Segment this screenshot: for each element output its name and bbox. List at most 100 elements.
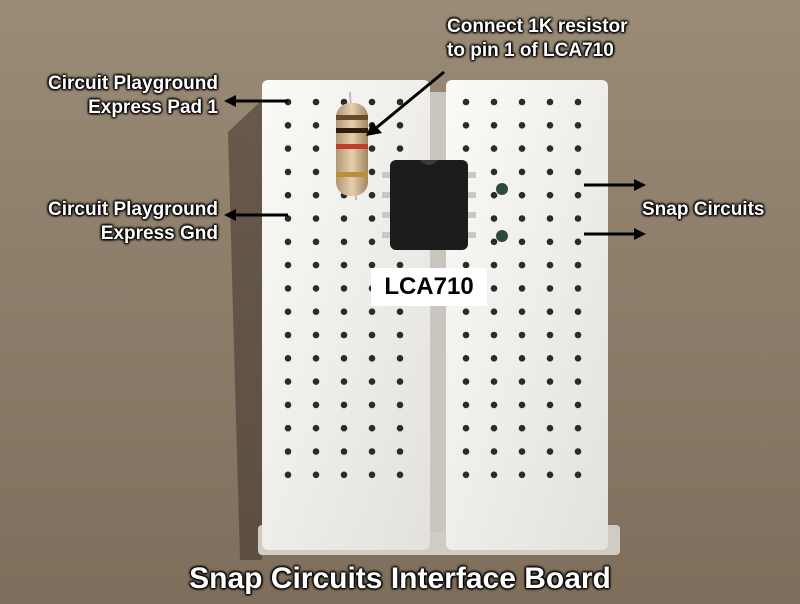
breadboard-hole: [546, 168, 554, 176]
breadboard-hole: [284, 355, 292, 362]
breadboard-hole: [368, 98, 376, 106]
breadboard-hole: [368, 424, 376, 432]
center-channel: [430, 92, 446, 532]
breadboard-hole: [490, 401, 498, 409]
breadboard-hole: [312, 308, 320, 316]
breadboard-hole: [368, 401, 376, 409]
breadboard-hole: [490, 448, 498, 455]
breadboard-hole: [546, 285, 554, 292]
breadboard-hole: [312, 238, 320, 246]
breadboard-hole: [284, 308, 292, 316]
breadboard-hole: [396, 355, 404, 362]
breadboard-hole: [518, 238, 526, 246]
breadboard-hole: [518, 98, 526, 106]
breadboard-hole: [312, 168, 320, 176]
breadboard-hole: [284, 285, 292, 292]
breadboard-hole: [312, 331, 320, 339]
breadboard-hole: [518, 191, 526, 199]
breadboard-hole: [312, 448, 320, 455]
caption-title: Snap Circuits Interface Board: [189, 562, 611, 595]
breadboard-hole: [368, 308, 376, 316]
breadboard-hole: [312, 215, 320, 222]
breadboard-hole: [574, 98, 582, 106]
breadboard-hole: [546, 331, 554, 339]
breadboard-hole: [518, 424, 526, 432]
breadboard-hole: [574, 191, 582, 199]
breadboard-hole: [396, 331, 404, 339]
breadboard-hole: [574, 261, 582, 269]
breadboard-hole: [312, 191, 320, 199]
breadboard-hole: [574, 355, 582, 362]
breadboard-hole: [518, 122, 526, 129]
breadboard-hole: [490, 122, 498, 129]
breadboard-hole: [284, 378, 292, 385]
breadboard-hole: [312, 261, 320, 269]
breadboard-hole: [462, 378, 470, 385]
breadboard-hole: [518, 285, 526, 292]
breadboard-hole: [462, 355, 470, 362]
breadboard-hole: [312, 98, 320, 106]
breadboard-hole: [284, 401, 292, 409]
breadboard-hole: [518, 215, 526, 222]
breadboard-hole: [368, 145, 376, 152]
breadboard-hole: [546, 308, 554, 316]
breadboard-hole: [574, 424, 582, 432]
breadboard-hole: [490, 355, 498, 362]
breadboard-hole: [396, 471, 404, 479]
breadboard-hole: [574, 448, 582, 455]
green-pin-dots: [496, 183, 508, 242]
breadboard-hole: [368, 355, 376, 362]
breadboard-hole: [490, 261, 498, 269]
breadboard-hole: [462, 308, 470, 316]
breadboard-hole: [518, 355, 526, 362]
breadboard-hole: [340, 261, 348, 269]
label-express-pad1: Circuit Playground Express Pad 1: [18, 72, 218, 120]
breadboard-hole: [546, 191, 554, 199]
breadboard-hole: [462, 401, 470, 409]
breadboard-hole: [368, 378, 376, 385]
breadboard-hole: [340, 331, 348, 339]
breadboard-hole: [284, 168, 292, 176]
breadboard-hole: [546, 261, 554, 269]
breadboard-hole: [340, 448, 348, 455]
resistor: [336, 91, 368, 201]
breadboard-hole: [518, 308, 526, 316]
breadboard-hole: [462, 261, 470, 269]
label-resistor-note-line1: Connect 1K resistor: [447, 16, 628, 37]
breadboard-hole: [284, 215, 292, 222]
board-right-half: [446, 80, 608, 550]
breadboard-hole: [574, 308, 582, 316]
breadboard-hole: [396, 145, 404, 152]
breadboard-hole: [518, 145, 526, 152]
breadboard-hole: [546, 238, 554, 246]
breadboard-hole: [490, 378, 498, 385]
arrowhead-snap-lower: [634, 228, 646, 240]
breadboard-hole: [574, 331, 582, 339]
breadboard-hole: [490, 238, 498, 246]
breadboard-hole: [462, 331, 470, 339]
breadboard-hole: [284, 261, 292, 269]
breadboard-hole: [340, 471, 348, 479]
label-express-pad1-line1: Circuit Playground: [48, 73, 218, 94]
breadboard-hole: [490, 98, 498, 106]
arrowhead-pad1: [224, 95, 236, 107]
label-resistor-note: Connect 1K resistor to pin 1 of LCA710: [447, 15, 628, 63]
label-chip-name: LCA710: [371, 268, 487, 306]
arrowhead-gnd: [224, 209, 236, 221]
breadboard-hole: [574, 215, 582, 222]
breadboard-hole: [340, 215, 348, 222]
arrowhead-resistor: [366, 122, 382, 136]
breadboard-hole: [340, 355, 348, 362]
breadboard-hole: [340, 378, 348, 385]
breadboard-hole: [574, 285, 582, 292]
ic-chip: [382, 160, 476, 250]
breadboard-hole: [546, 471, 554, 479]
breadboard-hole: [396, 424, 404, 432]
breadboard-hole: [284, 471, 292, 479]
breadboard-hole: [396, 378, 404, 385]
breadboard-hole: [518, 471, 526, 479]
breadboard-hole: [574, 122, 582, 129]
arrowhead-snap-upper: [634, 179, 646, 191]
breadboard-hole: [462, 98, 470, 106]
